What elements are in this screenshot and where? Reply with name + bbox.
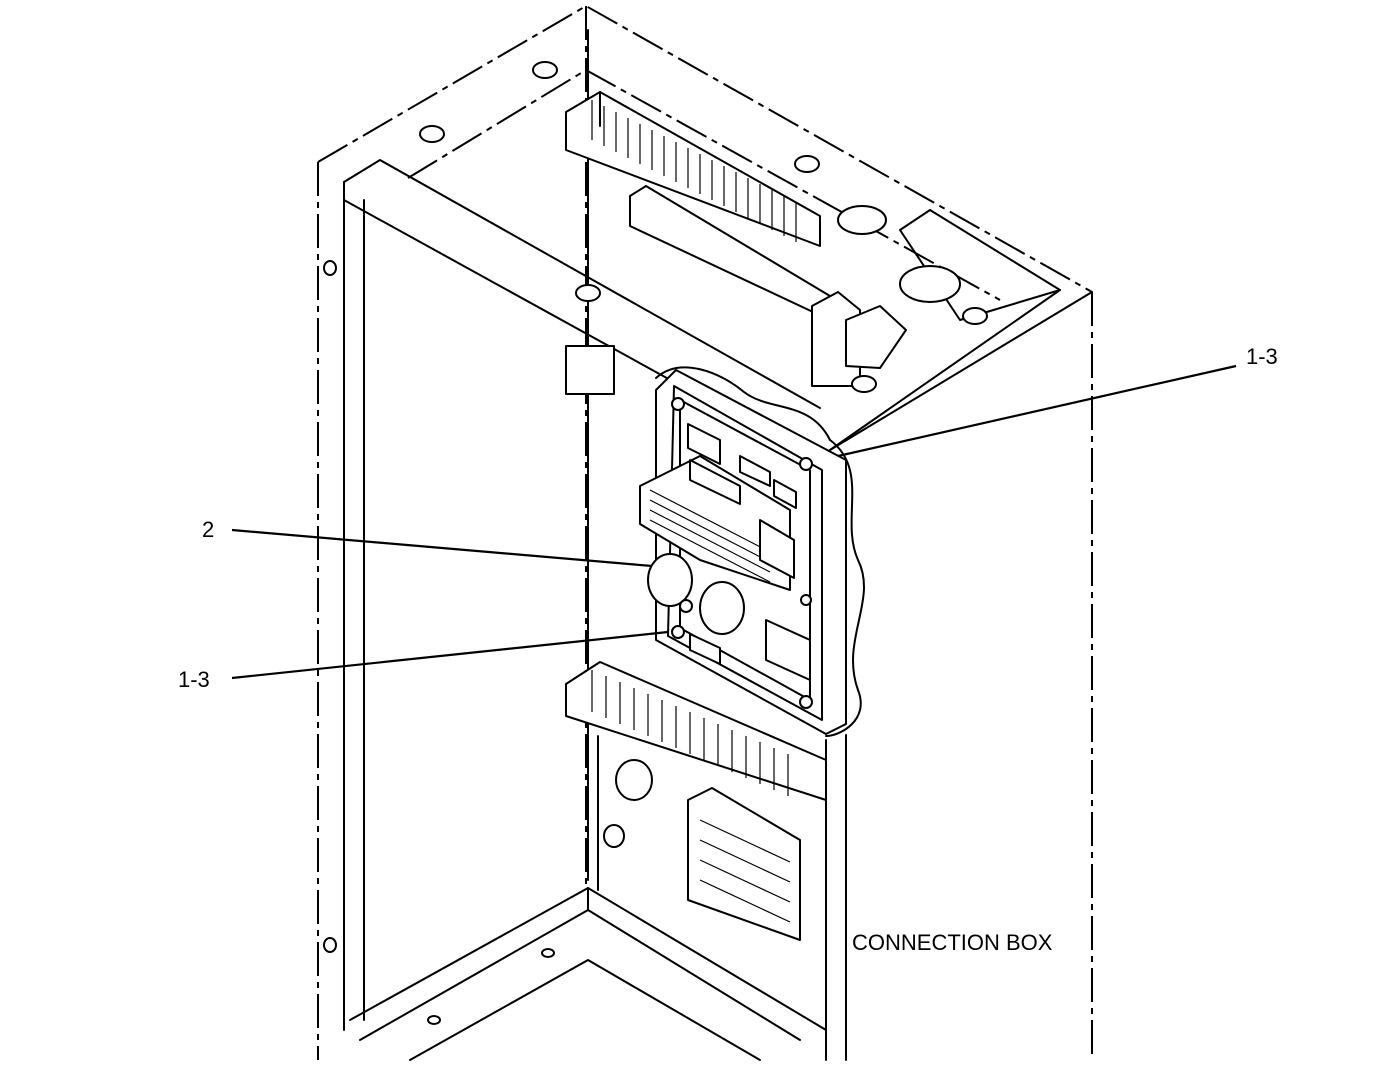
leader-bottom	[231, 630, 669, 680]
cutaway-break	[655, 366, 865, 737]
leader-middle	[231, 528, 653, 568]
cabinet-walls	[343, 29, 1093, 1061]
callout-label-top: 1-3	[1246, 344, 1278, 369]
floor-corner	[349, 887, 827, 1061]
diagram-caption: CONNECTION BOX	[852, 930, 1053, 955]
callout-leaders	[231, 364, 1237, 680]
top-terminal-rail	[565, 91, 1061, 387]
callout-label-middle: 2	[202, 517, 214, 542]
leader-top	[837, 364, 1237, 458]
callout-label-bottom: 1-3	[178, 667, 210, 692]
bottom-terminal-rail	[565, 661, 827, 941]
mounting-holes	[323, 61, 988, 1025]
regulator-module	[565, 345, 847, 735]
